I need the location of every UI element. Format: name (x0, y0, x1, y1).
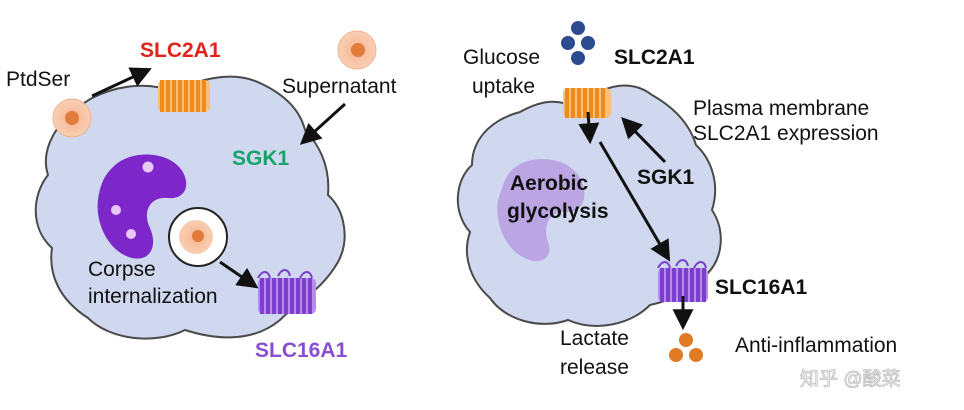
right-cell: Glucose uptake SLC2A1 Plasma membrane SL… (456, 21, 897, 379)
arrow-ptdser-to-slc2a1 (91, 67, 152, 98)
apoptotic-cell-supernatant (337, 30, 377, 70)
right-label-slc2a1-expression: SLC2A1 expression (693, 122, 879, 145)
right-label-slc16a1: SLC16A1 (715, 276, 808, 299)
nucleus-spot (126, 229, 136, 239)
slc16a1-transporter-right (657, 259, 708, 302)
right-label-aerobic: Aerobic (510, 172, 589, 195)
right-label-lactate: Lactate (560, 327, 629, 350)
left-nucleus (97, 154, 187, 259)
left-label-slc16a1: SLC16A1 (255, 339, 348, 362)
arrow-corpse-to-slc16a1 (219, 260, 259, 289)
left-label-ptdser: PtdSer (6, 68, 70, 91)
apoptotic-cell-ptdser (52, 98, 92, 138)
arrow-glycolysis-to-slc16a1 (598, 141, 671, 262)
right-label-glucose: Glucose (463, 46, 540, 69)
right-label-uptake: uptake (472, 75, 535, 98)
right-nucleus (497, 159, 585, 262)
left-cell: SLC2A1 PtdSer Supernatant SGK1 Corpse in… (6, 30, 397, 362)
slc2a1-transporter-right (563, 88, 611, 118)
left-label-internalization: internalization (88, 285, 218, 308)
arrow-supernatant-to-membrane (299, 102, 347, 145)
right-label-anti-inflammation: Anti-inflammation (735, 334, 897, 357)
slc16a1-transporter-left (257, 269, 316, 314)
lactate-molecules (669, 333, 703, 362)
right-label-plasma-membrane: Plasma membrane (693, 97, 869, 120)
right-label-glycolysis: glycolysis (507, 200, 609, 223)
glucose-molecules (561, 21, 595, 65)
nucleus-spot (111, 205, 121, 215)
left-label-corpse: Corpse (88, 258, 156, 281)
right-label-slc2a1: SLC2A1 (614, 46, 695, 69)
left-label-sgk1: SGK1 (232, 147, 290, 170)
engulfed-apoptotic-nucleus (192, 230, 204, 242)
arrow-sgk1-to-slc2a1 (621, 116, 667, 164)
nucleus-spot (142, 161, 154, 173)
right-label-release: release (560, 356, 629, 379)
right-label-sgk1: SGK1 (637, 166, 695, 189)
slc2a1-transporter-left (158, 80, 210, 112)
watermark: 知乎 @酸菜 (800, 368, 901, 390)
left-label-slc2a1: SLC2A1 (140, 39, 221, 62)
arrow-glucose-uptake (578, 111, 600, 145)
left-label-supernatant: Supernatant (282, 75, 397, 98)
